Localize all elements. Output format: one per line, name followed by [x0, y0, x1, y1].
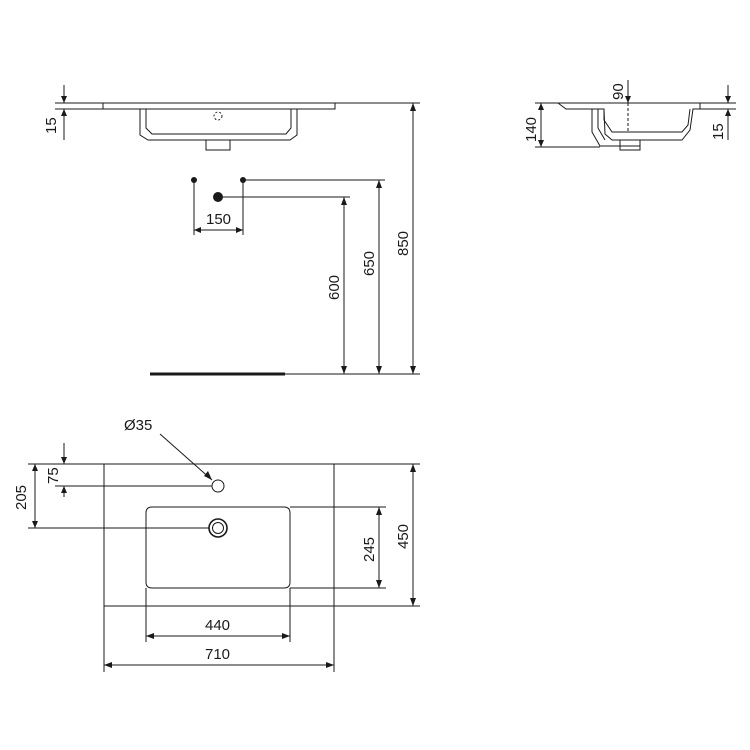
- arrow-icon: [538, 103, 544, 110]
- dim-side-top-offset: 90: [610, 83, 627, 100]
- arrow-icon: [282, 633, 290, 639]
- dim-waste-from-back: 205: [13, 485, 30, 510]
- dim-overall-width: 710: [205, 646, 230, 663]
- dim-overall-depth: 450: [395, 524, 412, 549]
- dim-tap-hole-diameter: Ø35: [124, 417, 152, 434]
- dim-tap-height: 650: [361, 251, 378, 276]
- plan-bowl: [145, 506, 291, 589]
- arrow-icon: [32, 464, 38, 471]
- basin-inner-line: [145, 109, 292, 135]
- arrow-icon: [410, 103, 416, 111]
- dim-tap-spacing: 150: [206, 211, 231, 228]
- plan-waste-inner: [212, 522, 224, 534]
- basin-rim: [102, 102, 336, 110]
- arrow-icon: [725, 109, 731, 116]
- side-waste-pipe-inner: [597, 109, 606, 141]
- tap-hole-hidden: [213, 111, 223, 121]
- arrow-icon: [146, 633, 154, 639]
- arrow-icon: [376, 180, 382, 188]
- side-elevation: 90 140 15: [523, 80, 736, 151]
- dim-waste-height: 600: [326, 275, 343, 300]
- dim-side-depth: 140: [523, 117, 540, 142]
- waste-outlet: [205, 140, 231, 151]
- plan-waste-outer: [208, 518, 228, 538]
- arrow-icon: [204, 471, 212, 480]
- arrow-icon: [236, 227, 243, 233]
- arrow-icon: [61, 486, 67, 493]
- dim-total-height: 850: [395, 231, 412, 256]
- plan-tap-hole: [211, 479, 225, 493]
- side-basin-outline: [556, 102, 701, 141]
- arrow-icon: [376, 507, 382, 515]
- arrow-icon: [410, 598, 416, 606]
- arrow-icon: [61, 109, 67, 116]
- arrow-icon: [376, 580, 382, 588]
- side-waste-outlet: [619, 140, 641, 151]
- plan-outline: [103, 463, 335, 607]
- arrow-icon: [104, 662, 112, 668]
- arrow-icon: [32, 521, 38, 528]
- leader-line: [159, 433, 213, 481]
- arrow-icon: [326, 662, 334, 668]
- dim-side-rim-thickness: 15: [710, 123, 727, 140]
- dim-bowl-depth: 245: [361, 537, 378, 562]
- dim-bowl-width: 440: [205, 617, 230, 634]
- arrow-icon: [625, 96, 631, 103]
- arrow-icon: [410, 464, 416, 472]
- arrow-icon: [538, 140, 544, 147]
- dim-tap-from-back: 75: [45, 467, 62, 484]
- arrow-icon: [194, 227, 201, 233]
- arrow-icon: [341, 366, 347, 374]
- arrow-icon: [341, 197, 347, 205]
- arrow-icon: [725, 96, 731, 103]
- plan-view: Ø35 75 205 245 450: [13, 417, 420, 672]
- arrow-icon: [61, 457, 67, 464]
- arrow-icon: [376, 366, 382, 374]
- arrow-icon: [410, 366, 416, 374]
- arrow-icon: [61, 96, 67, 103]
- basin-body: [139, 109, 298, 141]
- side-basin-inner: [603, 108, 691, 133]
- front-elevation: 15 150 600 650 850: [43, 85, 420, 376]
- dim-rim-thickness: 15: [43, 117, 60, 134]
